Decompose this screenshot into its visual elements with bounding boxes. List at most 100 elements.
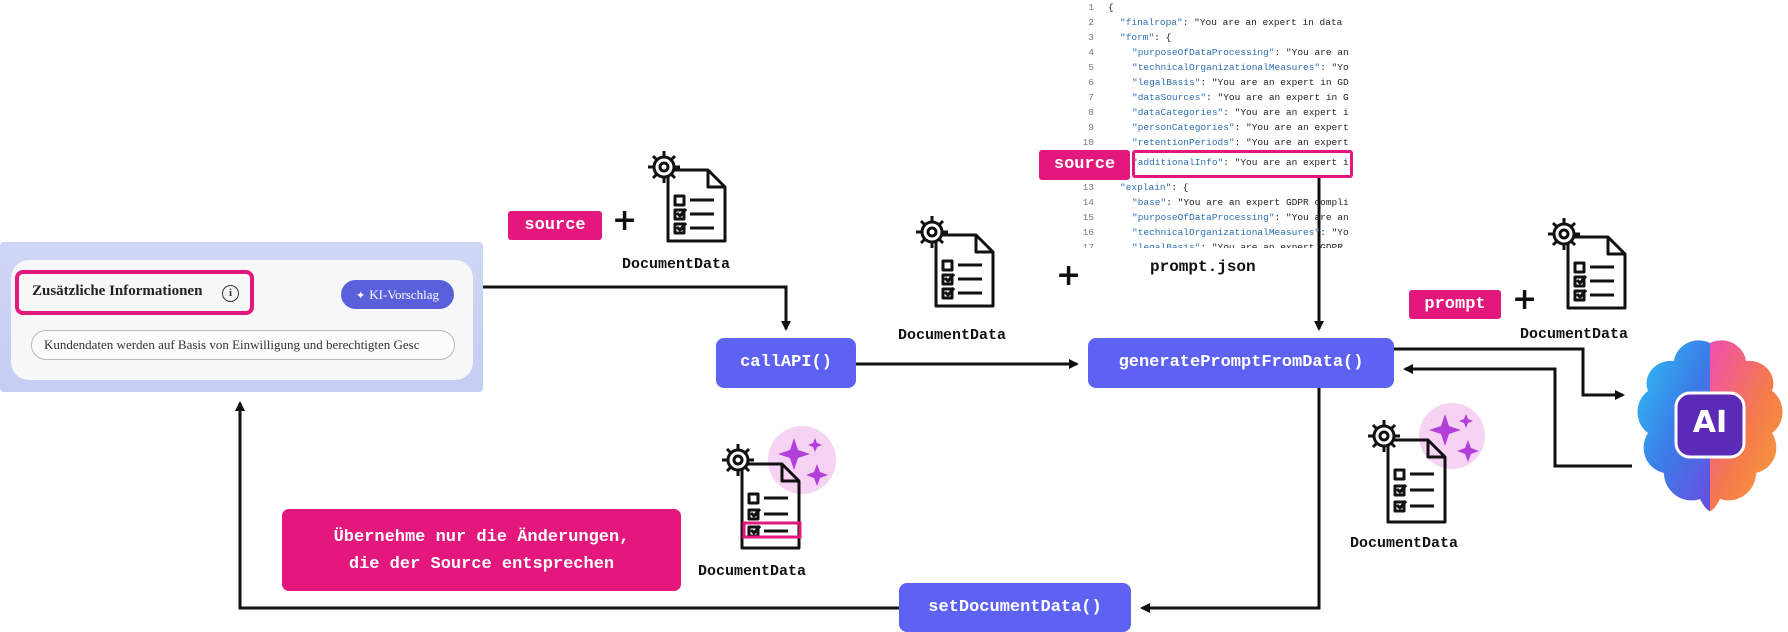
line-number: 1	[1088, 2, 1094, 13]
code-key: "purposeOfDataProcessing"	[1132, 47, 1275, 58]
code-key: "form"	[1120, 32, 1155, 43]
code-key: "personCategories"	[1132, 122, 1235, 133]
code-value: : {	[1154, 32, 1172, 43]
line-number: 17	[1082, 242, 1094, 248]
additional-info-highlight	[1132, 150, 1353, 178]
code-line: 10 "retentionPeriods": "You are an expert	[1060, 137, 1349, 157]
document-data-icon	[916, 216, 995, 308]
code-line: 7 "dataSources": "You are an expert in G	[1060, 92, 1349, 112]
arrow-ai-to-generate	[1403, 364, 1632, 468]
ai-logo-icon	[1637, 340, 1783, 511]
field-title: Zusätzliche Informationen	[32, 283, 203, 299]
code-value: : "You are an expert i	[1223, 107, 1349, 118]
line-number: 15	[1082, 212, 1094, 223]
code-value: : "You are an expert GDPR compli	[1166, 197, 1349, 208]
document-data-icon	[1548, 218, 1627, 310]
code-value: : "You are an expert	[1234, 137, 1349, 148]
code-value: : "You are an expert	[1234, 122, 1349, 133]
document-data-ai-icon	[722, 426, 836, 550]
code-value: : "You are an expert i	[1223, 157, 1349, 168]
code-key: "additionalInfo"	[1132, 157, 1224, 168]
field-title-highlight	[15, 270, 254, 315]
line-number: 3	[1088, 32, 1094, 43]
code-line: 6 "legalBasis": "You are an expert in GD	[1060, 77, 1349, 97]
code-key: "retentionPeriods"	[1132, 137, 1235, 148]
code-key: "dataCategories"	[1132, 107, 1224, 118]
plus-sign: +	[612, 203, 638, 238]
document-data-label: DocumentData	[898, 327, 1007, 344]
set-document-data-function: setDocumentData()	[899, 583, 1131, 632]
ai-logo-text: AI	[1692, 405, 1728, 440]
ki-suggestion-button[interactable]: ✦KI-Vorschlag	[341, 280, 454, 309]
code-value: : "You are an expert in GD	[1200, 77, 1349, 88]
code-value: : "Yo	[1320, 62, 1349, 73]
code-line: 5 "technicalOrganizationalMeasures": "Yo	[1060, 62, 1349, 82]
arrow-generate-to-set	[1140, 388, 1321, 613]
code-line: 2 "finalropa": "You are an expert in data	[1060, 17, 1342, 37]
code-key: "legalBasis"	[1132, 77, 1201, 88]
code-key: "explain"	[1120, 182, 1172, 193]
code-key: "legalBasis"	[1132, 242, 1201, 248]
call-api-function: callAPI()	[716, 338, 856, 388]
line-number: 10	[1082, 137, 1094, 148]
document-data-label: DocumentData	[1350, 535, 1459, 552]
line-number: 7	[1088, 92, 1094, 103]
code-line: 3 "form": {	[1060, 32, 1171, 52]
code-key: "technicalOrganizationalMeasures"	[1132, 227, 1321, 238]
source-tag: source	[1039, 150, 1130, 180]
code-value: : "You are an	[1274, 212, 1349, 223]
code-value: : {	[1171, 182, 1189, 193]
code-line: 1{	[1060, 2, 1114, 22]
code-value: : "You are an expert GDPR	[1200, 242, 1343, 248]
code-value: {	[1108, 2, 1114, 13]
document-data-label: DocumentData	[622, 256, 731, 273]
code-value: : "Yo	[1320, 227, 1349, 238]
document-data-ai-icon	[1368, 403, 1485, 524]
code-line: "additionalInfo": "You are an expert i	[1060, 157, 1349, 177]
code-line: 15 "purposeOfDataProcessing": "You are an	[1060, 212, 1349, 232]
line-number: 6	[1088, 77, 1094, 88]
code-line: 13 "explain": {	[1060, 182, 1189, 202]
additional-info-input[interactable]: Kundendaten werden auf Basis von Einwill…	[31, 330, 455, 360]
code-value: : "You are an	[1274, 47, 1349, 58]
source-tag: source	[508, 211, 602, 240]
prompt-json-code: 1{2"finalropa": "You are an expert in da…	[1060, 0, 1350, 248]
line-number: 14	[1082, 197, 1094, 208]
code-line: 4 "purposeOfDataProcessing": "You are an	[1060, 47, 1349, 67]
code-line: 16 "technicalOrganizationalMeasures": "Yo	[1060, 227, 1349, 247]
code-line: 14 "base": "You are an expert GDPR compli	[1060, 197, 1349, 217]
code-line: 8 "dataCategories": "You are an expert i	[1060, 107, 1349, 127]
code-line: 9 "personCategories": "You are an expert	[1060, 122, 1349, 142]
arrow-ui-to-callapi	[483, 285, 791, 331]
document-data-label: DocumentData	[698, 563, 807, 580]
generate-prompt-function: generatePromptFromData()	[1088, 338, 1394, 388]
prompt-tag: prompt	[1409, 290, 1501, 319]
code-line: 17 "legalBasis": "You are an expert GDPR	[1060, 242, 1343, 248]
plus-sign: +	[1512, 282, 1538, 317]
line-number: 9	[1088, 122, 1094, 133]
code-key: "technicalOrganizationalMeasures"	[1132, 62, 1321, 73]
plus-sign: +	[1056, 258, 1082, 293]
instruction-note-line1: Übernehme nur die Änderungen,	[333, 528, 630, 547]
line-number: 13	[1082, 182, 1094, 193]
info-icon[interactable]: i	[222, 285, 239, 302]
document-data-label: DocumentData	[1520, 326, 1629, 343]
line-number: 16	[1082, 227, 1094, 238]
code-key: "dataSources"	[1132, 92, 1207, 103]
code-value: : "You are an expert in data	[1182, 17, 1343, 28]
sparkle-icon: ✦	[355, 290, 366, 302]
arrow-generate-to-ai	[1394, 347, 1625, 400]
line-number: 2	[1088, 17, 1094, 28]
line-number: 8	[1088, 107, 1094, 118]
code-value: : "You are an expert in G	[1206, 92, 1349, 103]
line-number: 4	[1088, 47, 1094, 58]
line-number: 5	[1088, 62, 1094, 73]
code-key: "purposeOfDataProcessing"	[1132, 212, 1275, 223]
code-key: "finalropa"	[1120, 17, 1183, 28]
instruction-note: Übernehme nur die Änderungen, die der So…	[282, 509, 681, 591]
prompt-json-label: prompt.json	[1150, 258, 1256, 276]
instruction-note-line2: die der Source entsprechen	[348, 555, 615, 574]
ki-button-label: KI-Vorschlag	[369, 287, 440, 302]
code-key: "base"	[1132, 197, 1167, 208]
